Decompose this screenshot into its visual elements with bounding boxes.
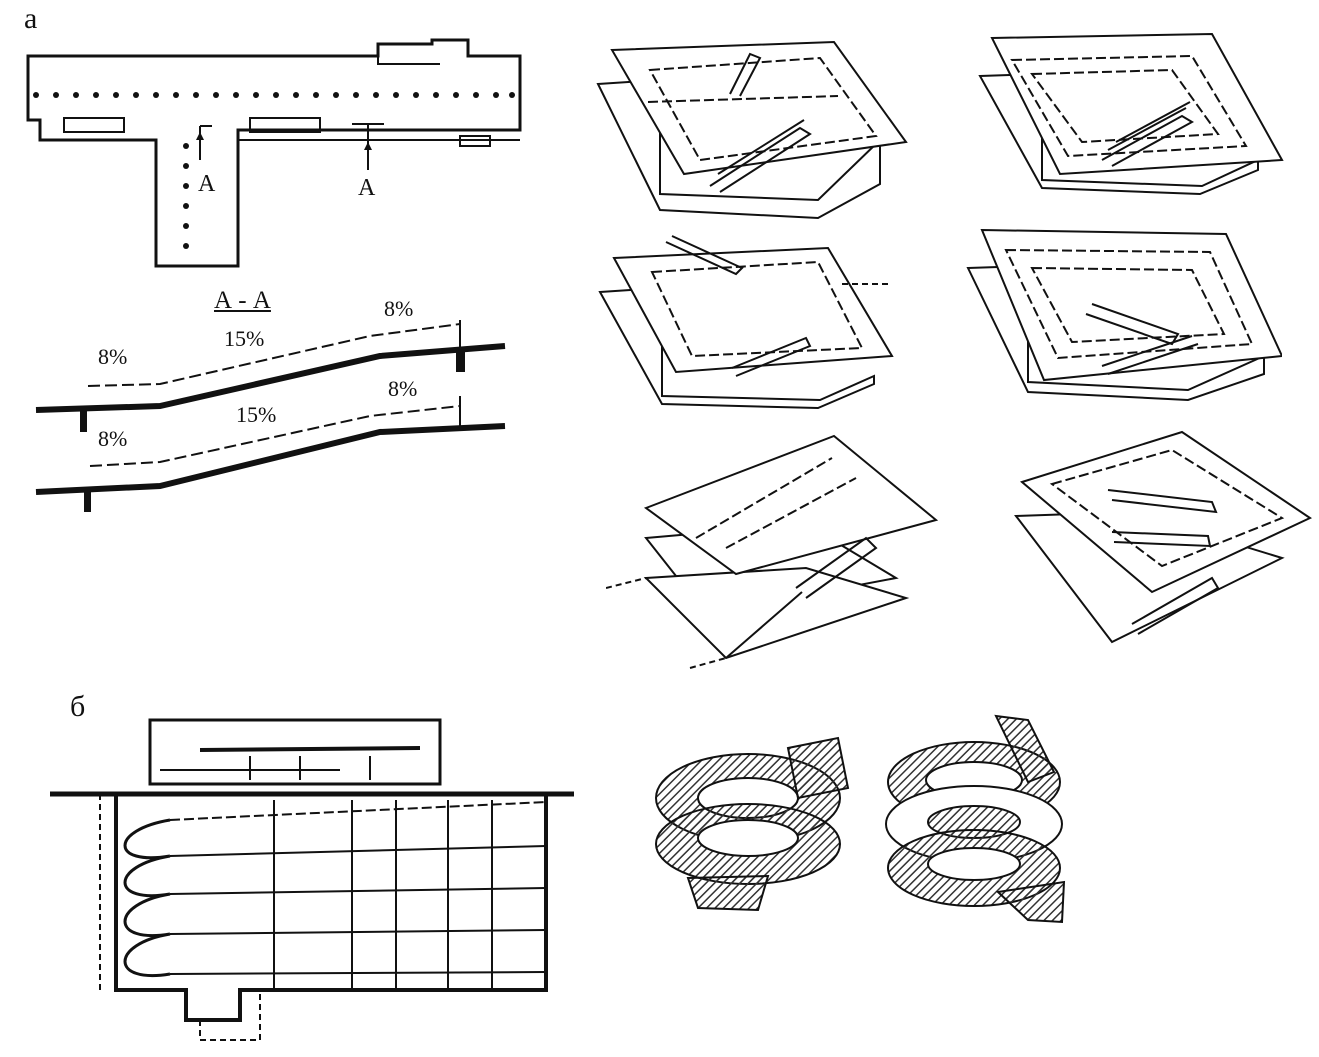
upper-left-slope: 8% <box>98 344 128 369</box>
helical-ramp-2 <box>885 714 1066 924</box>
upper-right-slope: 8% <box>384 296 414 321</box>
ramp-scheme-3 <box>598 235 894 410</box>
lower-left-slope: 8% <box>98 426 128 451</box>
ramp-scheme-5 <box>606 434 939 669</box>
ramp-section-drawing <box>35 320 506 512</box>
ramp-scheme-4 <box>966 228 1282 402</box>
section-mark-left: А <box>198 171 216 197</box>
section-mark-right: А <box>358 175 376 201</box>
part-b-label: б <box>70 690 86 723</box>
ramp-scheme-2 <box>978 32 1284 196</box>
lower-right-slope: 8% <box>388 376 418 401</box>
lower-mid-slope: 15% <box>236 402 277 427</box>
section-title: А - А <box>214 287 271 314</box>
ramp-scheme-6 <box>1014 430 1313 644</box>
parking-plan-drawing <box>26 38 522 268</box>
garage-section-drawing <box>50 718 574 1041</box>
ramp-scheme-1 <box>596 40 908 220</box>
helical-ramp-1 <box>655 736 850 912</box>
upper-mid-slope: 15% <box>224 326 265 351</box>
part-a-label: а <box>24 2 38 35</box>
